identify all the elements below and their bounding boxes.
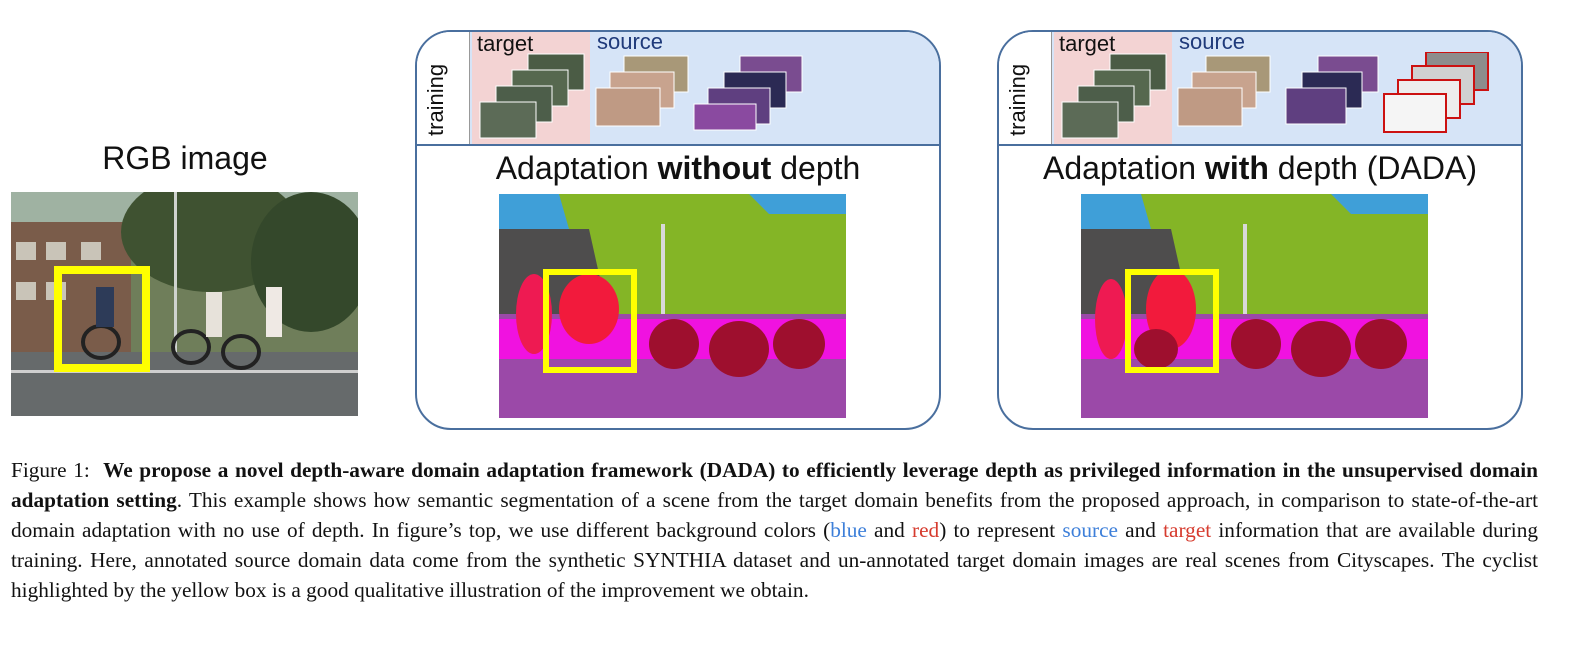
target-image-stack — [1061, 53, 1167, 139]
cyclist-scene-image — [11, 192, 358, 416]
heading-text: Adaptation — [1043, 150, 1205, 186]
segmentation-map — [1081, 194, 1428, 418]
caption-word-source: source — [1062, 518, 1118, 542]
highlight-box — [1125, 269, 1219, 373]
target-image-stack — [479, 53, 585, 139]
target-label: target — [477, 31, 534, 56]
caption-bold-statement: We propose a novel depth-aware domain ad… — [11, 458, 1538, 512]
heading-bold-word: with — [1204, 150, 1269, 186]
caption-text: ) to represent — [939, 518, 1063, 542]
caption-text: and — [866, 518, 912, 542]
heading-text-end: depth — [771, 150, 861, 186]
caption-word-target: target — [1163, 518, 1212, 542]
segmentation-map — [499, 194, 846, 418]
highlight-box — [54, 266, 150, 372]
source-label: source — [597, 30, 664, 54]
training-label: training — [1005, 63, 1030, 136]
caption-text: information that are available during tr… — [11, 518, 1538, 602]
panel-heading: Adaptation with depth (DADA) — [999, 150, 1521, 187]
heading-bold-word: without — [657, 150, 772, 186]
source-label: source — [1179, 30, 1246, 54]
segmentation-without-depth — [499, 194, 846, 418]
rgb-image-title: RGB image — [102, 140, 268, 176]
heading-text: Adaptation — [495, 150, 658, 186]
caption-word-red: red — [911, 518, 940, 542]
training-column — [999, 32, 1052, 144]
training-label: training — [423, 63, 448, 136]
target-region — [472, 32, 590, 144]
heading-text-end: depth (DADA) — [1268, 150, 1477, 186]
caption-text: and — [1118, 518, 1164, 542]
rgb-street-photo — [11, 192, 358, 416]
target-region — [1054, 32, 1172, 144]
figure-label: Figure 1: — [11, 458, 90, 482]
segmentation-with-depth — [1081, 194, 1428, 418]
source-image-stacks — [595, 55, 803, 131]
highlight-box — [543, 269, 637, 373]
figure-caption: Figure 1: We propose a novel depth-aware… — [11, 455, 1538, 605]
panel-without-depth: training target source Adaptation withou… — [415, 30, 941, 430]
target-label: target — [1059, 31, 1116, 56]
caption-text: . This example shows how semantic segmen… — [11, 488, 1538, 542]
panel-heading: Adaptation without depth — [417, 150, 939, 187]
caption-word-blue: blue — [830, 518, 867, 542]
training-column — [417, 32, 470, 144]
source-image-stacks — [1177, 52, 1489, 133]
panel-with-depth: training target source Adaptation with d… — [997, 30, 1523, 430]
